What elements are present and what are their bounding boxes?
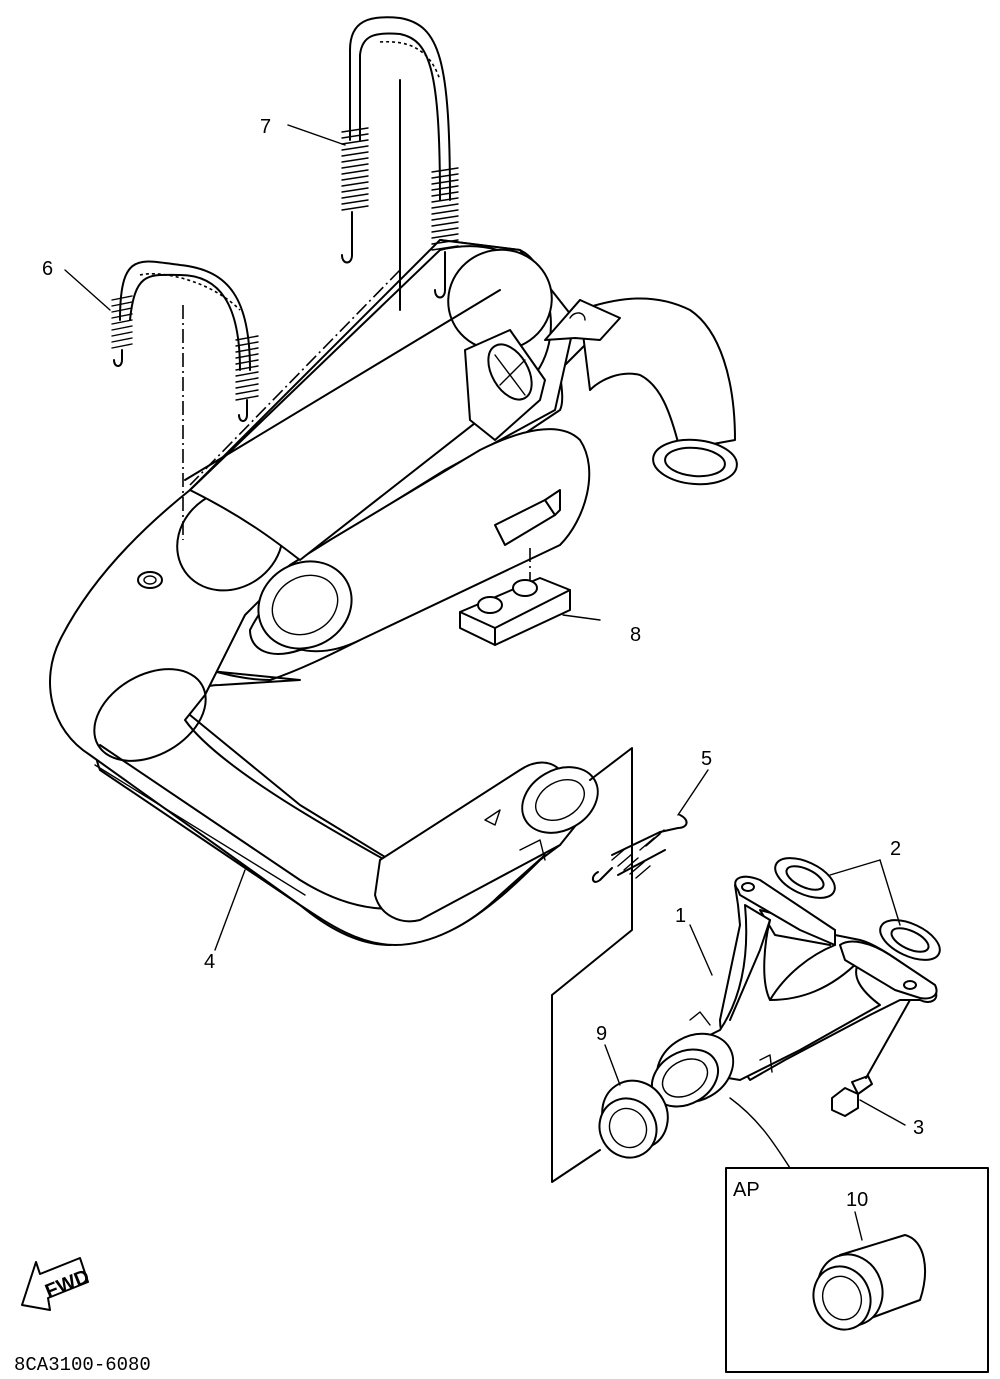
muffler-assembly <box>49 239 738 946</box>
inset-label-ap: AP <box>733 1179 760 1201</box>
ap-inset-box <box>725 1097 989 1373</box>
part-label-2: 2 <box>890 838 901 860</box>
gaskets-part-2 <box>774 857 941 961</box>
part-label-5: 5 <box>701 748 712 770</box>
part-label-9: 9 <box>596 1023 607 1045</box>
sleeve-part-10 <box>812 1234 926 1331</box>
drawing-code: 8CA3100-6080 <box>14 1354 151 1376</box>
part-label-10: 10 <box>846 1189 868 1211</box>
part-label-8: 8 <box>630 624 641 646</box>
spring-part-7 <box>341 16 459 299</box>
bolt-part-3 <box>831 999 911 1117</box>
part-label-4: 4 <box>204 951 215 973</box>
assembly-bracket-outline <box>551 747 633 1183</box>
spring-part-5 <box>592 814 688 883</box>
part-label-7: 7 <box>260 116 271 138</box>
spring-part-6 <box>111 260 259 422</box>
manifold-part-1 <box>651 875 938 1108</box>
seal-part-9 <box>598 1079 669 1159</box>
alignment-lines <box>139 40 531 580</box>
leader-lines <box>64 124 906 1241</box>
part-label-6: 6 <box>42 258 53 280</box>
part-label-3: 3 <box>913 1117 924 1139</box>
fwd-arrow-icon: FWD <box>21 1257 93 1311</box>
damper-part-8 <box>459 577 571 646</box>
part-label-1: 1 <box>675 905 686 927</box>
